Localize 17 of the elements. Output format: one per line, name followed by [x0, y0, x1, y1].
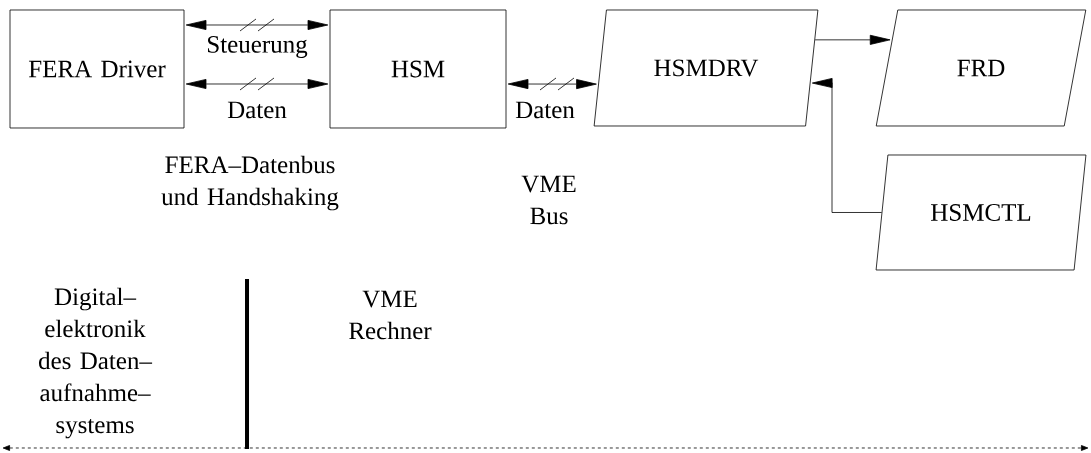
edge-label: Daten — [514, 100, 576, 120]
edge-label: Steuerung — [205, 35, 309, 59]
arrow — [185, 77, 329, 91]
annotation-text: VME Rechner — [349, 290, 432, 340]
process-box: FERA Driver — [9, 9, 185, 129]
arrow — [185, 18, 329, 32]
data-parallelogram: FRD — [875, 9, 1087, 127]
edge-label: Daten — [226, 100, 288, 120]
annotation-text: VME Bus — [521, 175, 576, 225]
arrow — [811, 78, 882, 213]
arrow — [507, 77, 597, 91]
data-parallelogram: HSMCTL — [875, 154, 1087, 271]
process-box: HSM — [329, 9, 507, 129]
arrow — [814, 34, 891, 45]
annotation-text: FERA–Datenbus und Handshaking — [161, 155, 339, 211]
annotation-text: Digital– elektronik des Daten– aufnahme– systems — [39, 287, 153, 439]
data-parallelogram: HSMDRV — [593, 9, 819, 127]
